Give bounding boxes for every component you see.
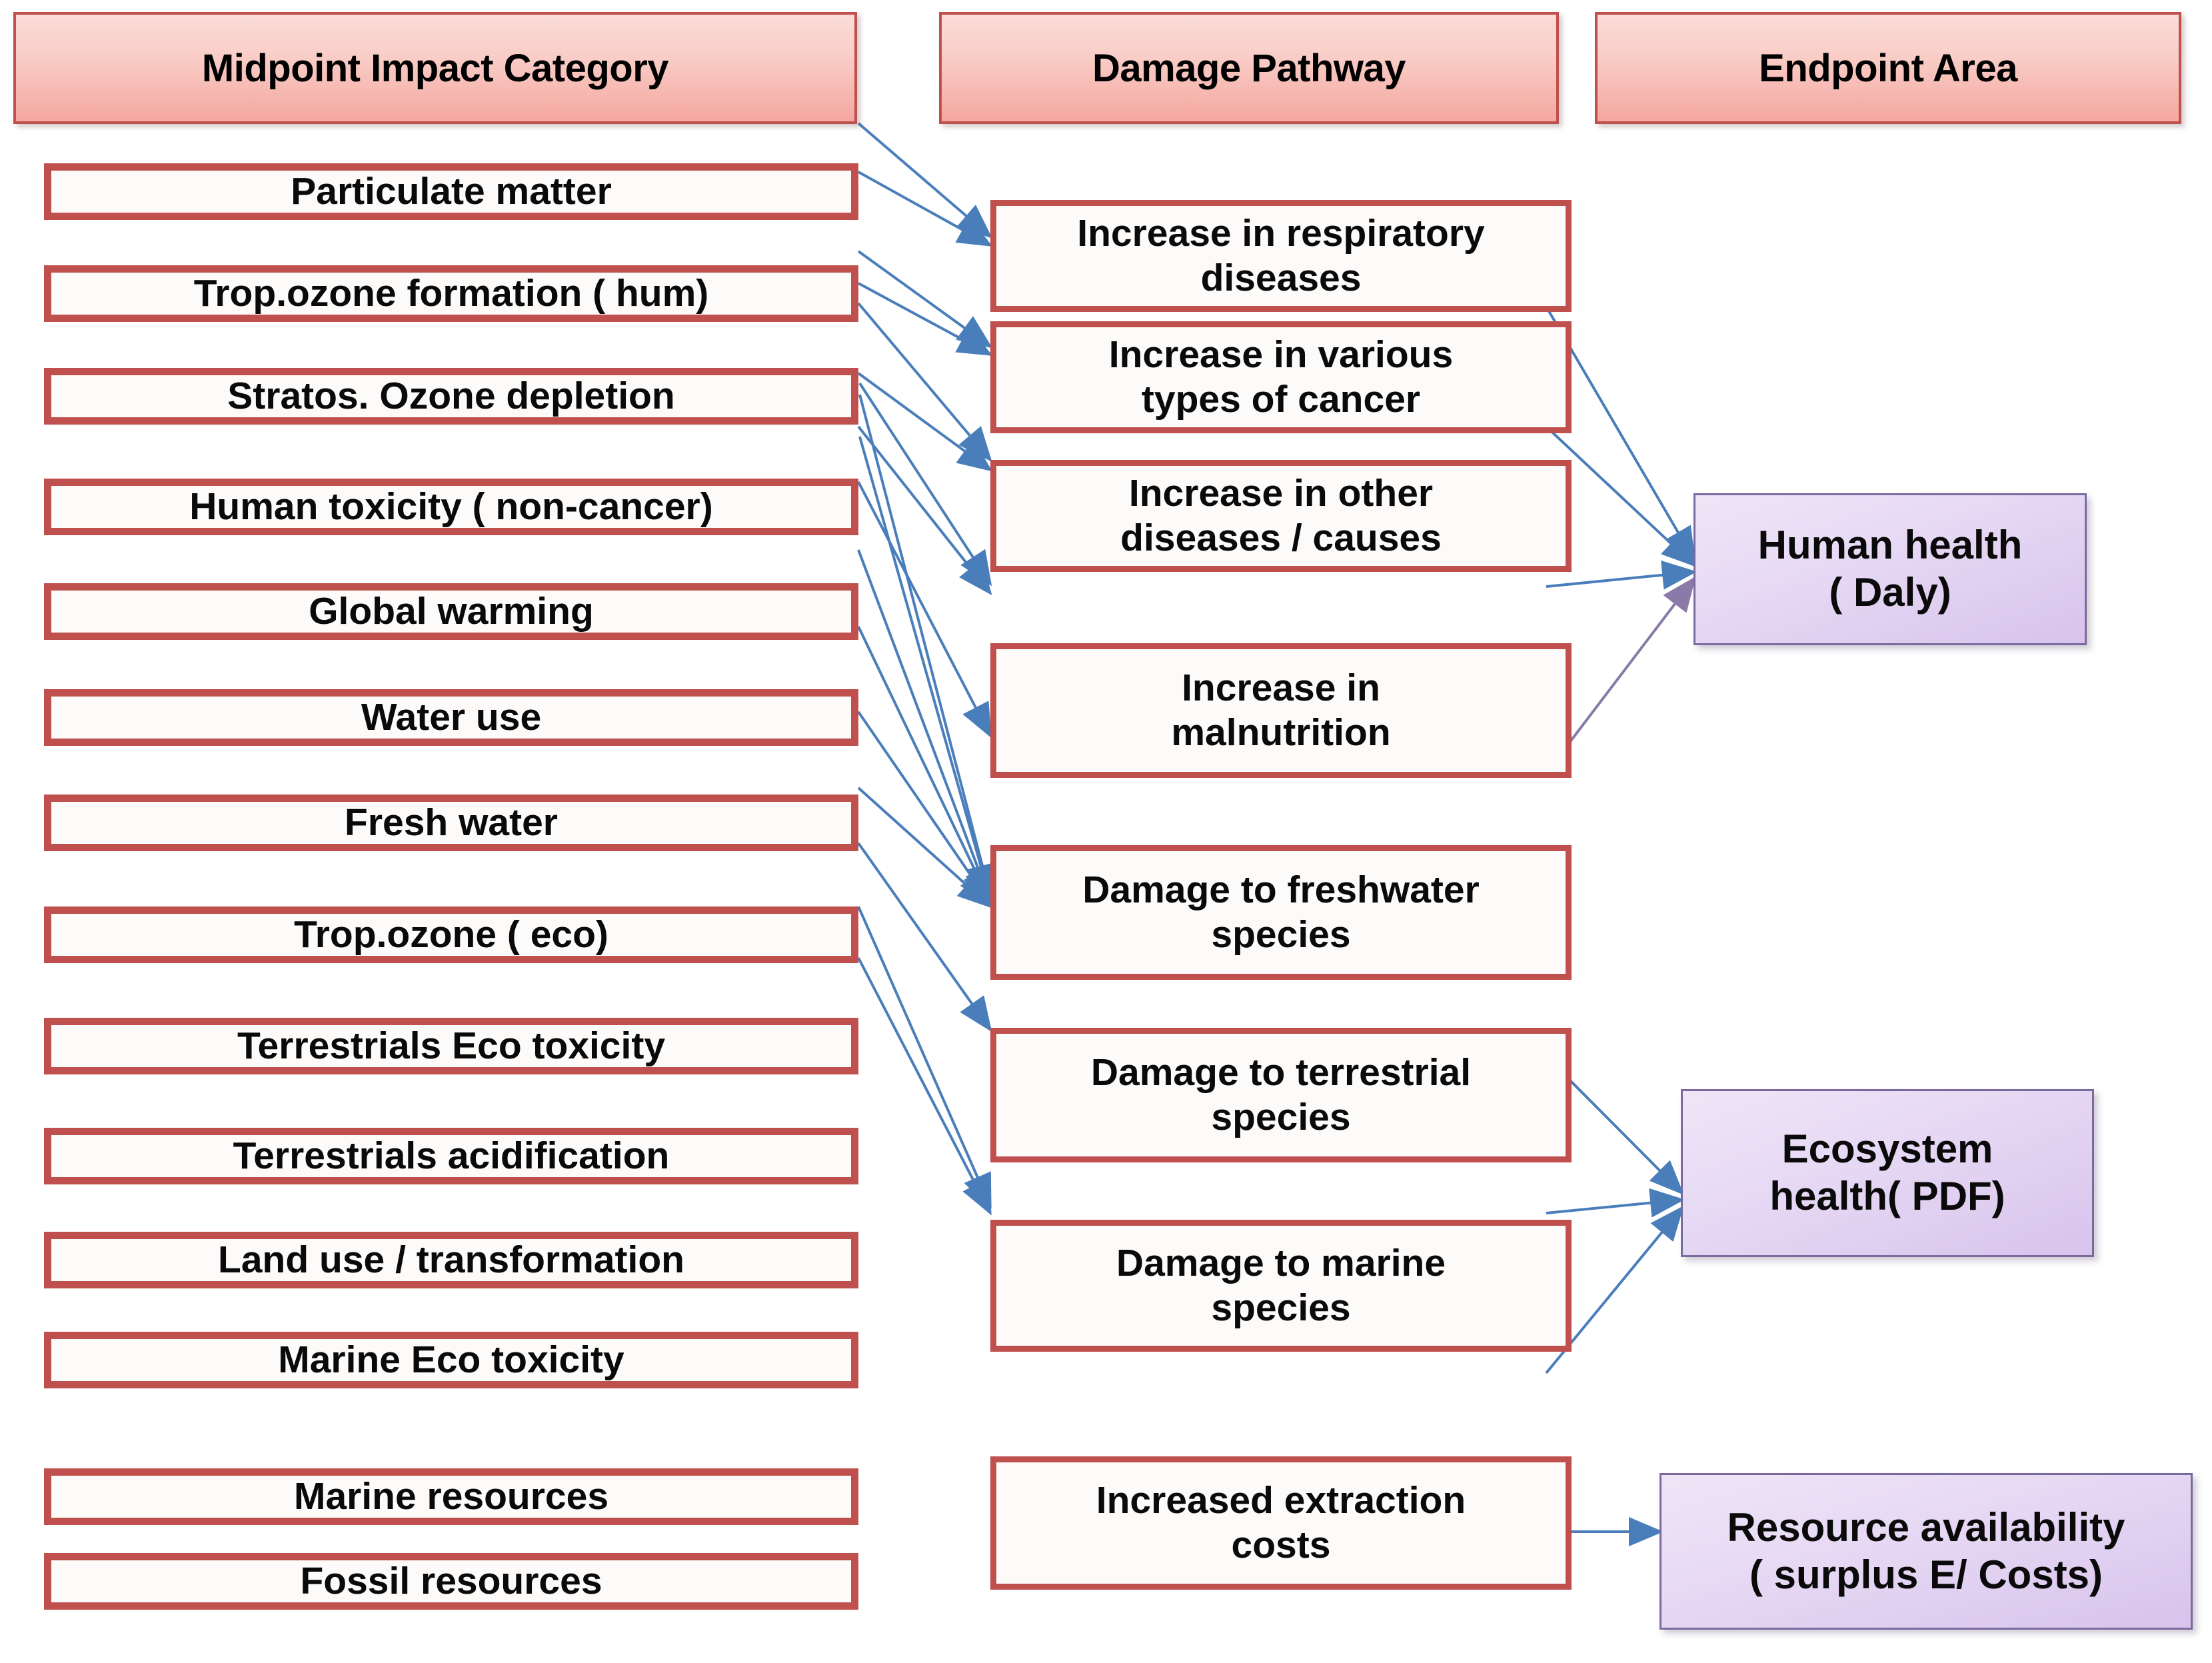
edge-landuse-to-terrestrial	[857, 787, 992, 908]
edge-globalwarming-to-terrestrial	[858, 394, 997, 899]
midpoint-box-terrestrials-eco-toxicity[interactable]: Terrestrials Eco toxicity	[44, 1018, 858, 1074]
edge-marineresources-to-extraction	[857, 906, 992, 1209]
midpoint-label: Trop.ozone formation ( hum)	[193, 272, 709, 315]
endpoint-box-human-health[interactable]: Human health ( Daly)	[1693, 493, 2087, 645]
midpoint-label: Fresh water	[345, 801, 558, 844]
endpoint-label-line2: ( surplus E/ Costs)	[1749, 1552, 2103, 1597]
edge-terrestrial-to-ecosystem	[1546, 1188, 1685, 1218]
edge-globalwarming-to-malnutrition	[858, 382, 992, 587]
midpoint-box-global-warming[interactable]: Global warming	[44, 583, 858, 640]
pathway-label-line1: Increased extraction	[1096, 1478, 1466, 1522]
edge-globalwarming-to-other	[857, 372, 993, 472]
column-header-pathway: Damage Pathway	[939, 12, 1559, 124]
endpoint-label-line1: Resource availability	[1727, 1504, 2125, 1550]
column-header-midpoint: Midpoint Impact Category	[13, 12, 857, 124]
pathway-box-damage-marine-species[interactable]: Damage to marine species	[990, 1220, 1572, 1352]
midpoint-box-human-toxicity-non-cancer[interactable]: Human toxicity ( non-cancer)	[44, 479, 858, 535]
pathway-label-line1: Damage to freshwater	[1082, 868, 1480, 911]
pathway-label-line2: species	[1211, 1286, 1351, 1329]
pathway-label-line2: types of cancer	[1141, 378, 1421, 421]
midpoint-label: Fossil resources	[300, 1560, 602, 1603]
midpoint-box-trop-ozone-hum[interactable]: Trop.ozone formation ( hum)	[44, 265, 858, 322]
midpoint-box-fresh-water[interactable]: Fresh water	[44, 795, 858, 851]
endpoint-label-line1: Ecosystem	[1781, 1126, 1993, 1172]
pathway-label-line1: Increase in various	[1108, 333, 1454, 376]
edge-terrecotox-to-terrestrial	[857, 626, 992, 905]
pathway-box-increased-extraction-costs[interactable]: Increased extraction costs	[990, 1456, 1572, 1590]
endpoint-label-line1: Human health	[1757, 523, 2023, 568]
edge-tropozoneeco-to-terrestrial	[857, 549, 993, 904]
column-header-endpoint: Endpoint Area	[1595, 12, 2181, 124]
edge-terracid-to-terrestrial	[857, 711, 992, 906]
midpoint-box-trop-ozone-eco[interactable]: Trop.ozone ( eco)	[44, 906, 858, 963]
endpoint-box-resource-availability[interactable]: Resource availability ( surplus E/ Costs…	[1659, 1473, 2193, 1630]
edge-tropozonehum-to-respiratory	[858, 171, 993, 247]
midpoint-label: Land use / transformation	[218, 1238, 684, 1282]
midpoint-box-marine-eco-toxicity[interactable]: Marine Eco toxicity	[44, 1332, 858, 1388]
pathway-label-line2: diseases	[1200, 257, 1362, 299]
column-header-pathway-label: Damage Pathway	[1092, 46, 1406, 90]
midpoint-box-terrestrials-acidification[interactable]: Terrestrials acidification	[44, 1128, 858, 1184]
edge-stratozone-to-cancer	[857, 250, 993, 349]
midpoint-box-particulate-matter[interactable]: Particulate matter	[44, 163, 858, 220]
endpoint-label-line2: ( Daly)	[1829, 570, 1951, 615]
midpoint-label: Stratos. Ozone depletion	[227, 375, 675, 418]
pathway-label-line2: species	[1211, 913, 1351, 956]
edge-fossilresources-to-extraction	[857, 957, 992, 1216]
pathway-label-line2: diseases / causes	[1120, 517, 1442, 559]
endpoint-box-ecosystem-health[interactable]: Ecosystem health( PDF)	[1681, 1089, 2094, 1257]
pathway-box-various-cancer[interactable]: Increase in various types of cancer	[990, 321, 1572, 433]
midpoint-label: Particulate matter	[291, 170, 612, 213]
column-header-midpoint-label: Midpoint Impact Category	[201, 46, 669, 90]
pathway-box-respiratory-diseases[interactable]: Increase in respiratory diseases	[990, 200, 1572, 312]
midpoint-box-marine-resources[interactable]: Marine resources	[44, 1468, 858, 1525]
pathway-label-line1: Increase in respiratory	[1077, 211, 1485, 255]
pathway-label-line1: Increase in other	[1128, 471, 1434, 515]
midpoint-box-stratos-ozone-depletion[interactable]: Stratos. Ozone depletion	[44, 368, 858, 425]
edge-freshwater-to-freshwaterspecies	[857, 481, 992, 739]
midpoint-label: Terrestrials acidification	[233, 1134, 670, 1178]
midpoint-box-land-use-transformation[interactable]: Land use / transformation	[44, 1232, 858, 1288]
pathway-box-other-diseases-causes[interactable]: Increase in other diseases / causes	[990, 460, 1572, 572]
pathway-label-line1: Damage to marine	[1116, 1241, 1446, 1284]
midpoint-label: Human toxicity ( non-cancer)	[189, 485, 713, 529]
pathway-box-damage-terrestrial-species[interactable]: Damage to terrestrial species	[990, 1028, 1572, 1162]
edge-humantox-to-cancer	[858, 282, 993, 356]
edge-other-to-humanhealth	[1546, 560, 1697, 590]
edge-humantox-to-other	[857, 302, 992, 463]
midpoint-label: Marine resources	[293, 1475, 609, 1518]
midpoint-label: Terrestrials Eco toxicity	[237, 1024, 666, 1068]
midpoint-label: Global warming	[309, 590, 594, 633]
edge-wateruse-to-terrestrial	[858, 436, 996, 902]
midpoint-box-fossil-resources[interactable]: Fossil resources	[44, 1553, 858, 1610]
midpoint-label: Water use	[361, 696, 542, 739]
endpoint-label-line2: health( PDF)	[1769, 1174, 2005, 1218]
edge-marineecotox-to-marinespecies	[857, 842, 992, 1032]
pathway-label-line1: Increase in	[1182, 666, 1380, 709]
pathway-label-line2: costs	[1231, 1524, 1331, 1566]
edge-particulate-to-respiratory	[857, 122, 993, 239]
midpoint-label: Marine Eco toxicity	[278, 1338, 624, 1382]
pathway-label-line1: Damage to terrestrial	[1090, 1050, 1472, 1094]
midpoint-box-water-use[interactable]: Water use	[44, 689, 858, 746]
midpoint-label: Trop.ozone ( eco)	[294, 913, 608, 956]
column-header-endpoint-label: Endpoint Area	[1759, 46, 2017, 90]
pathway-box-malnutrition[interactable]: Increase in malnutrition	[990, 643, 1572, 778]
pathway-box-damage-freshwater-species[interactable]: Damage to freshwater species	[990, 845, 1572, 980]
edge-wateruse-to-malnutrition	[857, 425, 992, 596]
pathway-label-line2: species	[1211, 1096, 1351, 1138]
pathway-label-line2: malnutrition	[1171, 711, 1391, 754]
